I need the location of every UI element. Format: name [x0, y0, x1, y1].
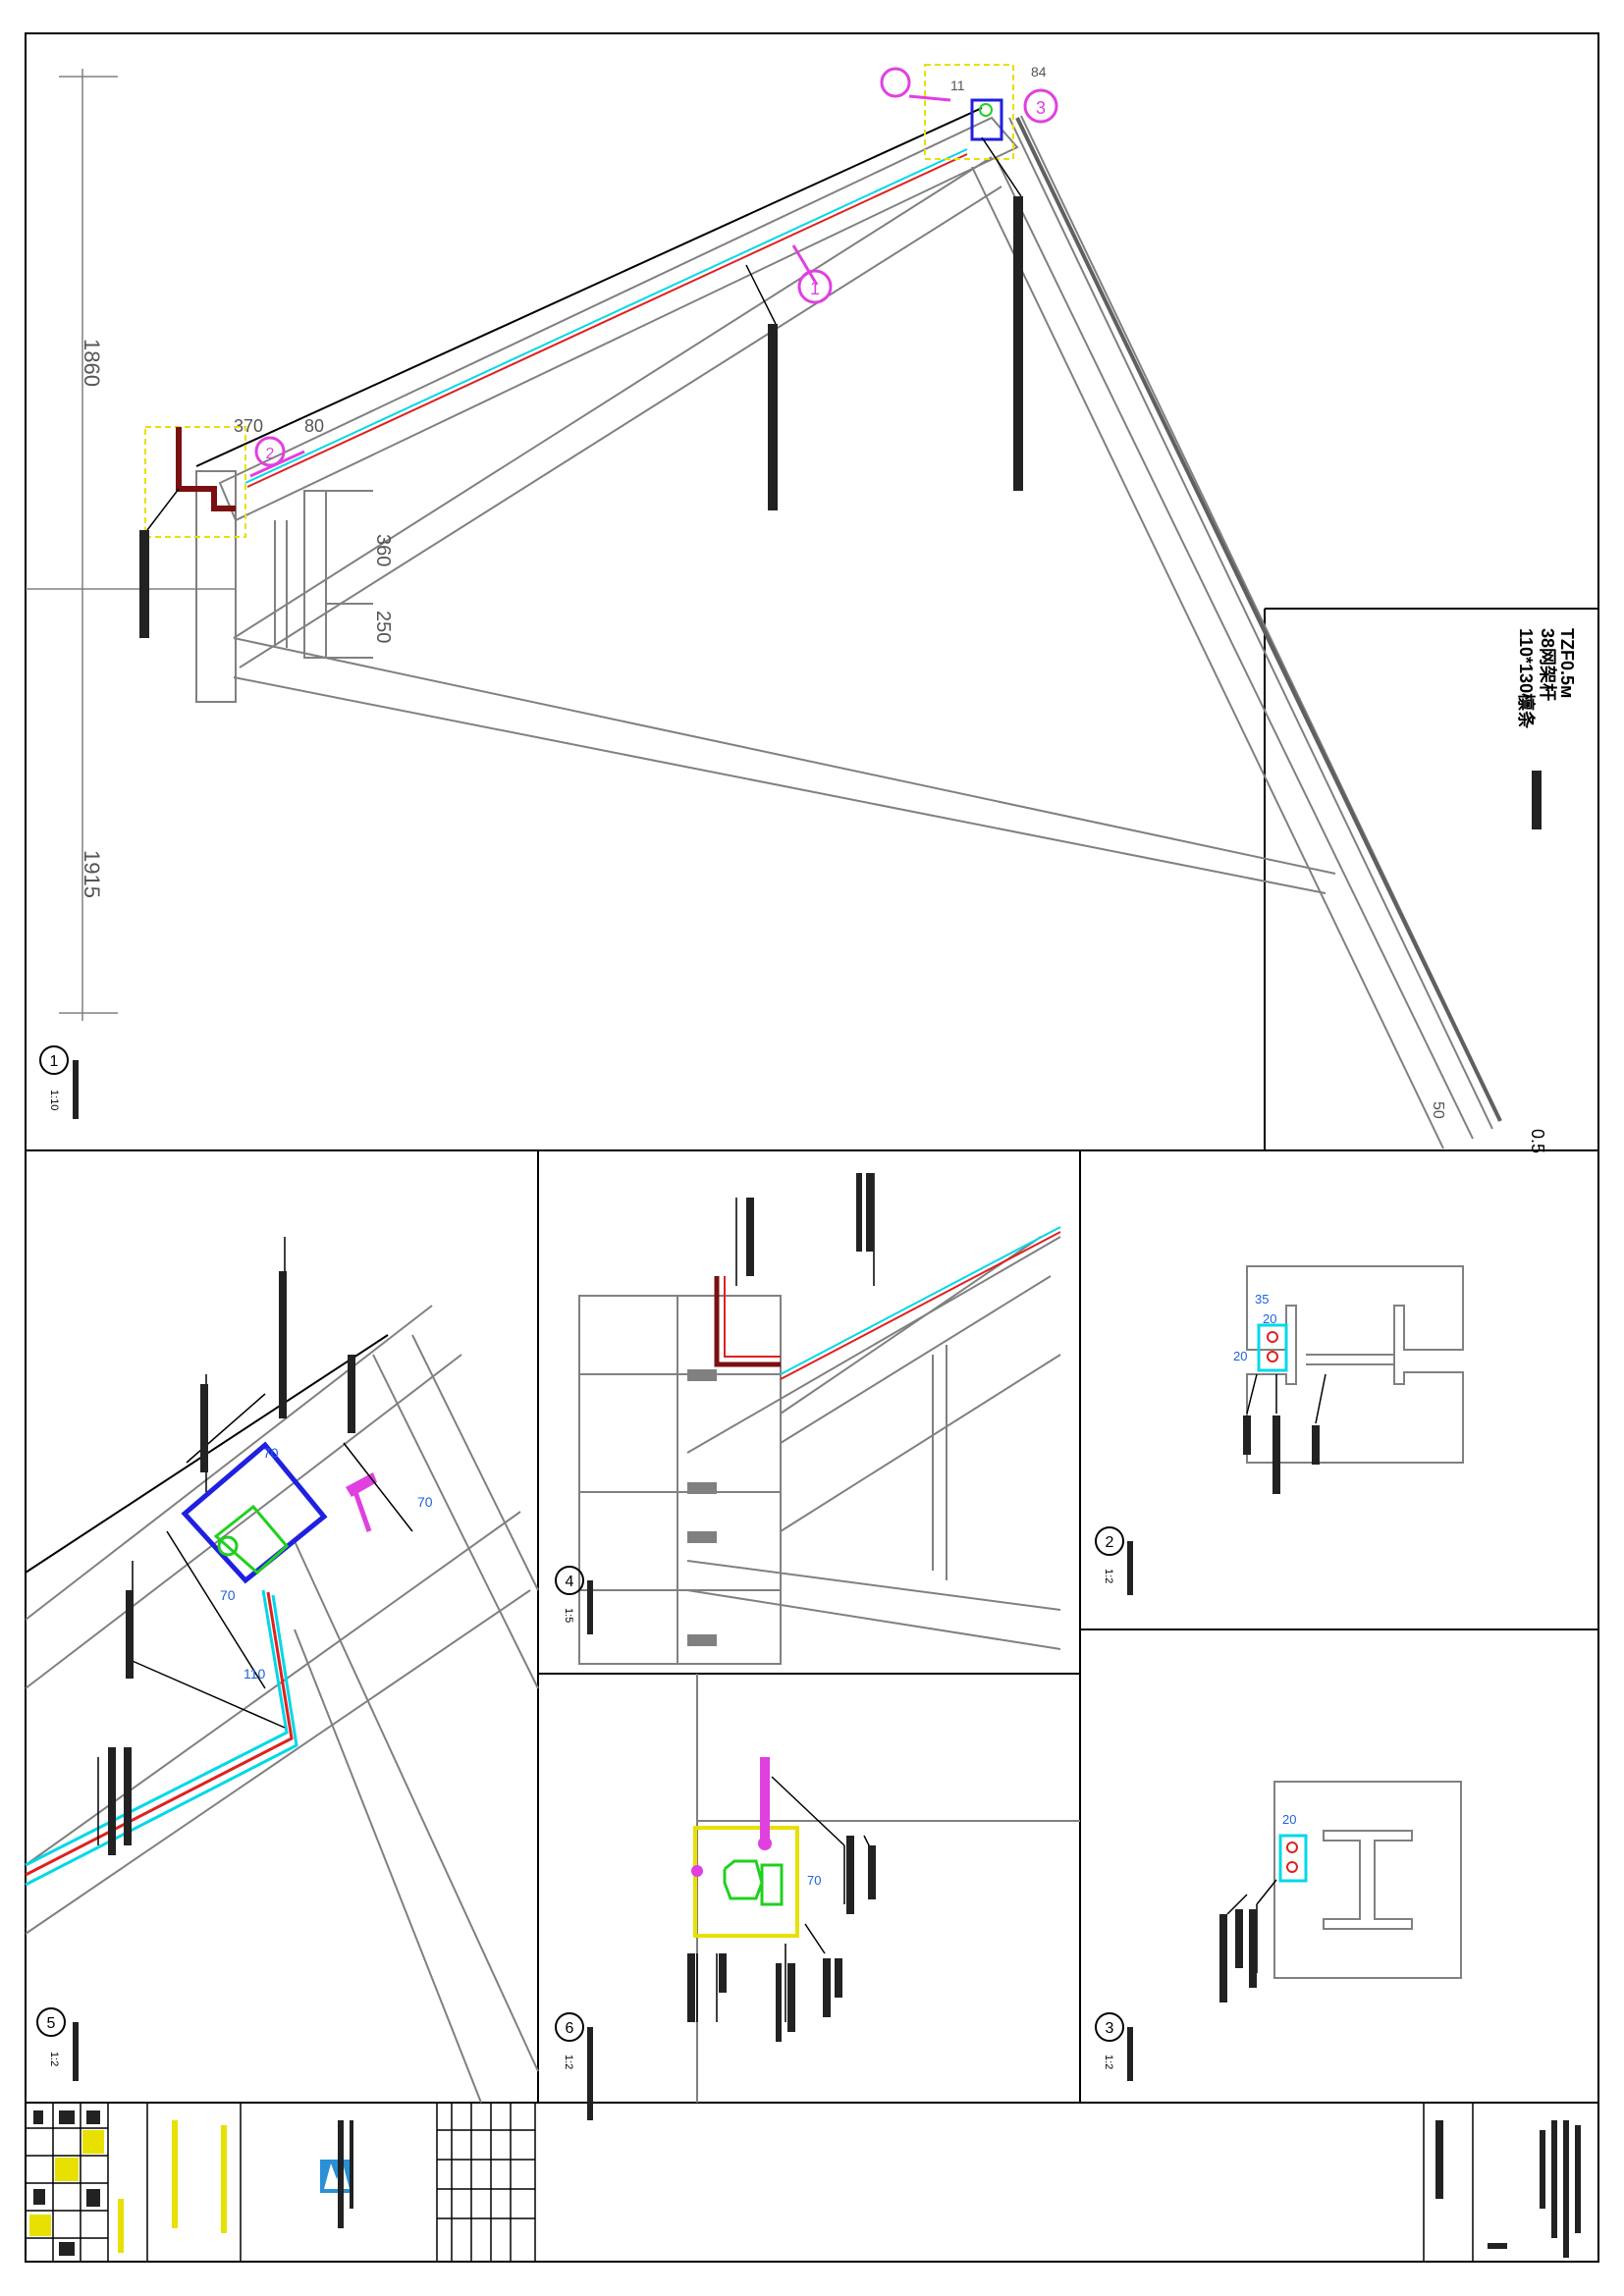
dim-20-a: 20 — [1263, 1311, 1276, 1326]
view-1-label-circle — [39, 1045, 69, 1075]
view-2-number: 2 — [1106, 1534, 1114, 1551]
section-mark-2: 2 — [266, 446, 275, 462]
view-4-scale: 1:5 — [563, 1608, 574, 1623]
view-5-detail: 70 70 70 110 5 1:2 — [25, 1237, 539, 2104]
dim-1915: 1915 — [80, 850, 104, 898]
dim-70-c: 70 — [417, 1494, 433, 1510]
dim-0-5: 0.5 — [1528, 1129, 1547, 1153]
view-2-section: 35 20 20 2 1:2 — [1095, 1265, 1464, 1595]
dim-110: 110 — [244, 1666, 266, 1682]
dim-70-b: 70 — [263, 1445, 279, 1461]
dim-360: 360 — [372, 534, 394, 566]
dim-35: 35 — [1255, 1292, 1269, 1307]
dim-20-c: 20 — [1282, 1812, 1296, 1827]
view-3-section: 20 3 1:2 — [1095, 1781, 1462, 2081]
dim-250: 250 — [372, 611, 394, 643]
dim-70-a: 70 — [220, 1587, 236, 1603]
dim-50: 50 — [1430, 1101, 1446, 1119]
company-logo — [320, 2160, 353, 2193]
view-3-number: 3 — [1106, 2020, 1114, 2037]
dim-1860: 1860 — [80, 339, 104, 387]
view-3-scale: 1:2 — [1103, 2055, 1114, 2069]
note-tzf: ТZF0.5м — [1557, 628, 1577, 698]
dim-11: 11 — [950, 78, 965, 93]
section-mark-3: 3 — [1036, 98, 1046, 118]
view-1-elevation: 1860 1915 — [26, 64, 1577, 1153]
note-38: 38网架杆 — [1538, 628, 1558, 701]
view-4-detail: 4 1:5 — [555, 1173, 1061, 1665]
view-1-scale: 1:10 — [48, 1090, 60, 1110]
section-mark-1: 1 — [810, 279, 820, 298]
dim-370: 370 — [234, 416, 263, 436]
view-6-number: 6 — [566, 2020, 574, 2037]
note-110: 110*130檩条 — [1516, 628, 1537, 729]
dim-20-b: 20 — [1233, 1349, 1247, 1363]
view-4-number: 4 — [566, 1574, 574, 1590]
view-1-number: 1 — [50, 1053, 59, 1070]
view-2-scale: 1:2 — [1103, 1569, 1114, 1583]
view-5-number: 5 — [47, 2015, 56, 2032]
dim-70-d: 70 — [807, 1873, 821, 1888]
sheet-frame — [25, 32, 1599, 2263]
dim-84: 84 — [1031, 64, 1047, 80]
view-5-scale: 1:2 — [48, 2052, 60, 2066]
title-block — [26, 2103, 1581, 2262]
view-6-detail: 70 6 1:2 — [555, 1674, 1080, 2120]
dim-80: 80 — [304, 416, 324, 436]
view-6-scale: 1:2 — [563, 2055, 574, 2069]
